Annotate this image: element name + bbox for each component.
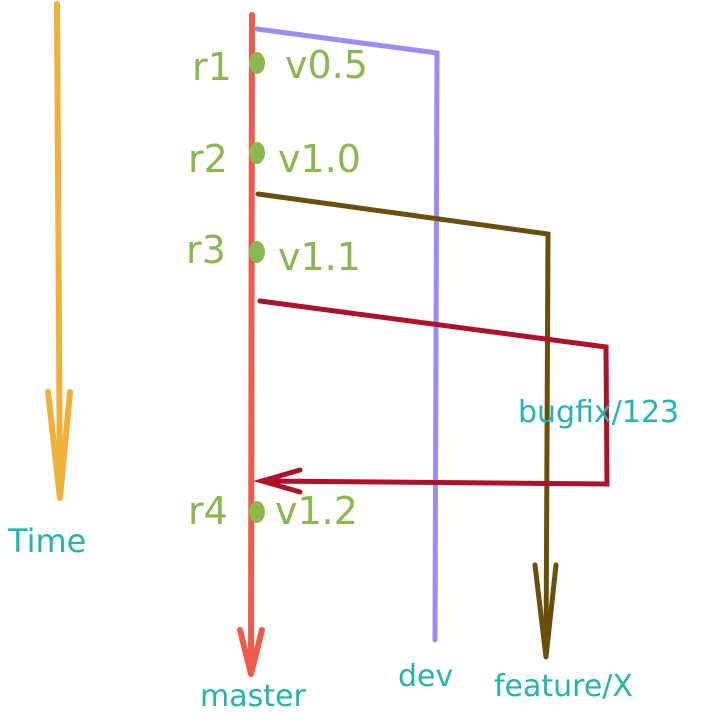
commit-tag-v1.2: v1.2 <box>275 489 358 533</box>
time-arrow <box>45 1 73 501</box>
commit-rev-r1: r1 <box>192 45 232 89</box>
commit-node-r1 <box>249 52 265 74</box>
commit-rev-r2: r2 <box>188 137 228 181</box>
master-branch-line <box>237 12 265 677</box>
commit-tag-v0.5: v0.5 <box>285 43 368 87</box>
bugfix-branch-line <box>253 298 610 495</box>
bugfix-branch-label: bugfix/123 <box>518 395 679 430</box>
commit-tag-v1.0: v1.0 <box>278 137 361 181</box>
dev-branch-label: dev <box>398 659 453 694</box>
commit-node-r2 <box>249 142 265 164</box>
commit-node-r4 <box>249 501 265 523</box>
commit-rev-r4: r4 <box>188 489 228 533</box>
master-branch-label: master <box>200 679 306 714</box>
commit-node-r3 <box>249 241 265 263</box>
feature-branch-label: feature/X <box>494 669 633 704</box>
dev-branch-line <box>254 26 440 643</box>
commit-rev-r3: r3 <box>186 228 226 272</box>
commit-tag-v1.1: v1.1 <box>278 235 361 279</box>
feature-branch-line <box>255 191 559 660</box>
time-label: Time <box>7 522 86 560</box>
